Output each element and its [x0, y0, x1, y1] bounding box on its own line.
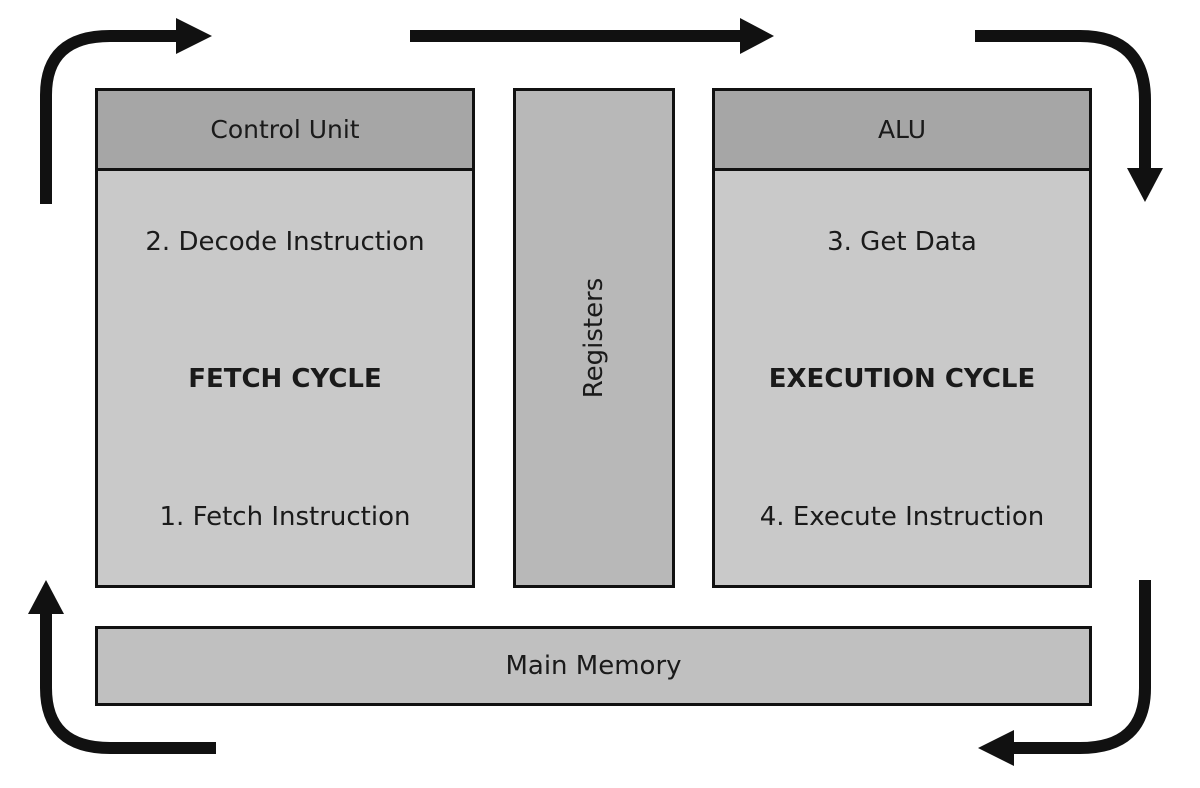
arrow-top-left-curve [40, 30, 178, 204]
fetch-instruction-step: 1. Fetch Instruction [159, 502, 411, 532]
arrowhead-left [978, 730, 1014, 766]
control-unit-panel: Control Unit 2. Decode Instruction FETCH… [95, 88, 475, 588]
registers-label: Registers [579, 277, 609, 399]
registers-panel: Registers [513, 88, 675, 588]
alu-panel: ALU 3. Get Data EXECUTION CYCLE 4. Execu… [712, 88, 1092, 588]
alu-header-text: ALU [877, 115, 927, 144]
arrowhead-up [28, 580, 64, 614]
arrow-bottom-left-curve [40, 612, 216, 754]
decode-instruction-step: 2. Decode Instruction [145, 227, 425, 257]
arrow-bottom-right-curve [1012, 580, 1151, 754]
execute-instruction-step: 4. Execute Instruction [759, 502, 1045, 532]
main-memory-panel: Main Memory [95, 626, 1092, 706]
alu-header: ALU [715, 91, 1089, 171]
fetch-cycle-label: FETCH CYCLE [188, 364, 382, 394]
main-memory-label: Main Memory [505, 651, 682, 681]
arrowhead-right-1 [176, 18, 212, 54]
arrowhead-right-2 [740, 18, 774, 54]
execution-cycle-label: EXECUTION CYCLE [768, 364, 1036, 394]
arrow-top-right-curve [975, 30, 1151, 170]
arrowhead-down [1127, 168, 1163, 202]
control-unit-header-text: Control Unit [210, 115, 360, 144]
get-data-step: 3. Get Data [827, 227, 977, 257]
control-unit-header: Control Unit [98, 91, 472, 171]
